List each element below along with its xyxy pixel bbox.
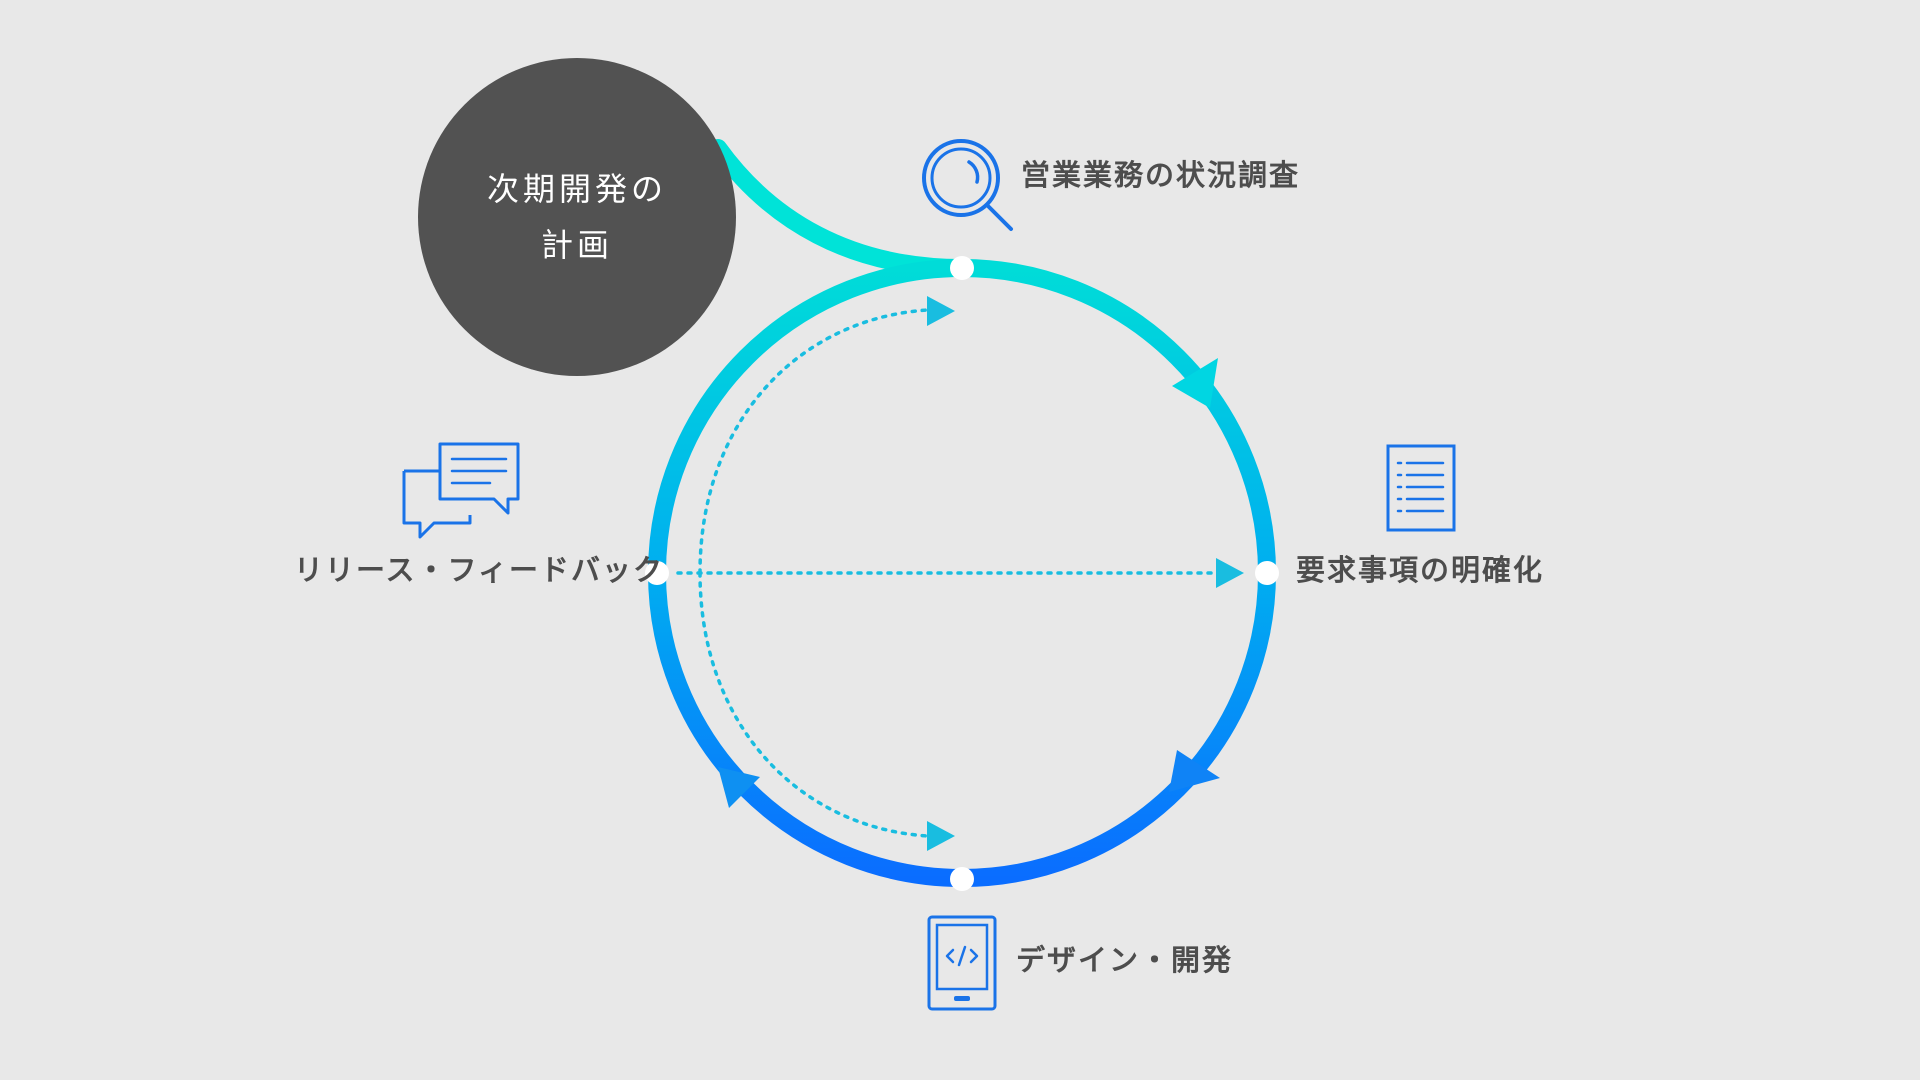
dotted-path-to-design bbox=[698, 571, 930, 838]
dotted-arrow-design bbox=[927, 821, 955, 851]
dotted-path-to-survey bbox=[698, 308, 930, 575]
stage-label-requirements: 要求事項の明確化 bbox=[1296, 553, 1545, 587]
node-design bbox=[950, 867, 974, 891]
node-feedback bbox=[645, 561, 669, 585]
stage-label-feedback: リリース・フィードバック bbox=[294, 553, 664, 587]
ring-arrow-bottom-left bbox=[718, 767, 760, 808]
dotted-arrow-requirements bbox=[1216, 558, 1244, 588]
planning-label-line1: 次期開発の bbox=[486, 170, 667, 208]
planning-circle: 次期開発の 計画 bbox=[418, 58, 736, 376]
tablet-code-icon bbox=[927, 915, 997, 1011]
stage-label-design: デザイン・開発 bbox=[1016, 943, 1234, 977]
node-requirements bbox=[1255, 561, 1279, 585]
document-icon bbox=[1386, 444, 1456, 532]
ring-arrow-bottom-right bbox=[1169, 750, 1220, 792]
planning-label-line2: 計画 bbox=[540, 226, 613, 264]
magnifier-icon bbox=[922, 139, 1013, 231]
node-survey bbox=[950, 256, 974, 280]
chat-bubbles-icon bbox=[402, 442, 520, 539]
stage-label-survey: 営業業務の状況調査 bbox=[1021, 158, 1301, 192]
ring-arrow-top-right bbox=[1172, 358, 1218, 408]
dotted-arrow-survey bbox=[927, 296, 955, 326]
